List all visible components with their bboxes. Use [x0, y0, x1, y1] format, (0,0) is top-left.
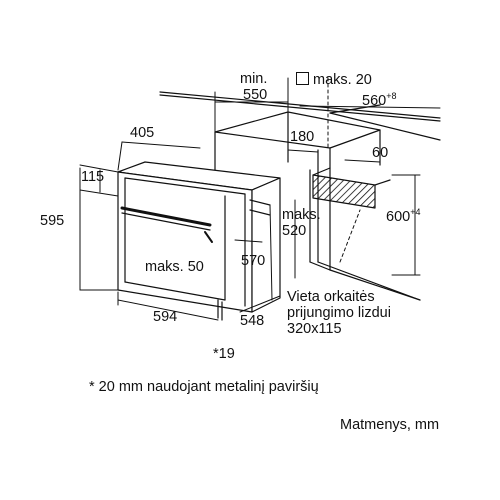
label-600-tolerance: +4 — [410, 207, 421, 217]
label-vieta-3: 320x115 — [287, 321, 342, 337]
label-548: 548 — [240, 313, 265, 329]
worktop-edge — [329, 112, 441, 141]
label-vieta-1: Vieta orkaitės — [287, 289, 375, 305]
label-60: 60 — [372, 145, 389, 161]
label-maks-520-b: 520 — [282, 223, 307, 239]
label-550: 550 — [243, 87, 268, 103]
wall-line-top-2 — [159, 94, 441, 122]
wall-line-top — [159, 91, 441, 119]
label-vieta-2: prijungimo lizdui — [287, 305, 391, 321]
socket-area — [312, 167, 391, 209]
label-594: 594 — [153, 309, 178, 325]
label-570: 570 — [241, 253, 266, 269]
label-min: min. — [240, 71, 268, 87]
label-maks-50: maks. 50 — [145, 259, 204, 275]
label-405: 405 — [130, 125, 155, 141]
label-19: *19 — [213, 346, 235, 362]
label-115: 115 — [81, 169, 105, 185]
label-maks-20-text: maks. 20 — [313, 72, 372, 88]
label-180: 180 — [290, 129, 315, 145]
label-595: 595 — [40, 213, 65, 229]
label-maks-520-a: maks. — [282, 207, 321, 223]
label-maks-20: maks. 20 — [296, 72, 372, 88]
label-560-value: 560 — [362, 93, 387, 109]
label-560: 560+8 — [362, 92, 396, 109]
label-600-value: 600 — [386, 209, 411, 225]
label-600: 600+4 — [386, 208, 420, 225]
oven — [117, 161, 281, 321]
dimension-lines — [79, 77, 441, 321]
worktop-edge-2 — [329, 104, 381, 114]
footnote: * 20 mm naudojant metalinį paviršių — [89, 379, 319, 395]
label-560-tolerance: +8 — [386, 91, 397, 101]
niche-cabinet — [214, 111, 421, 301]
units-note: Matmenys, mm — [340, 417, 440, 433]
square-symbol — [296, 72, 309, 85]
